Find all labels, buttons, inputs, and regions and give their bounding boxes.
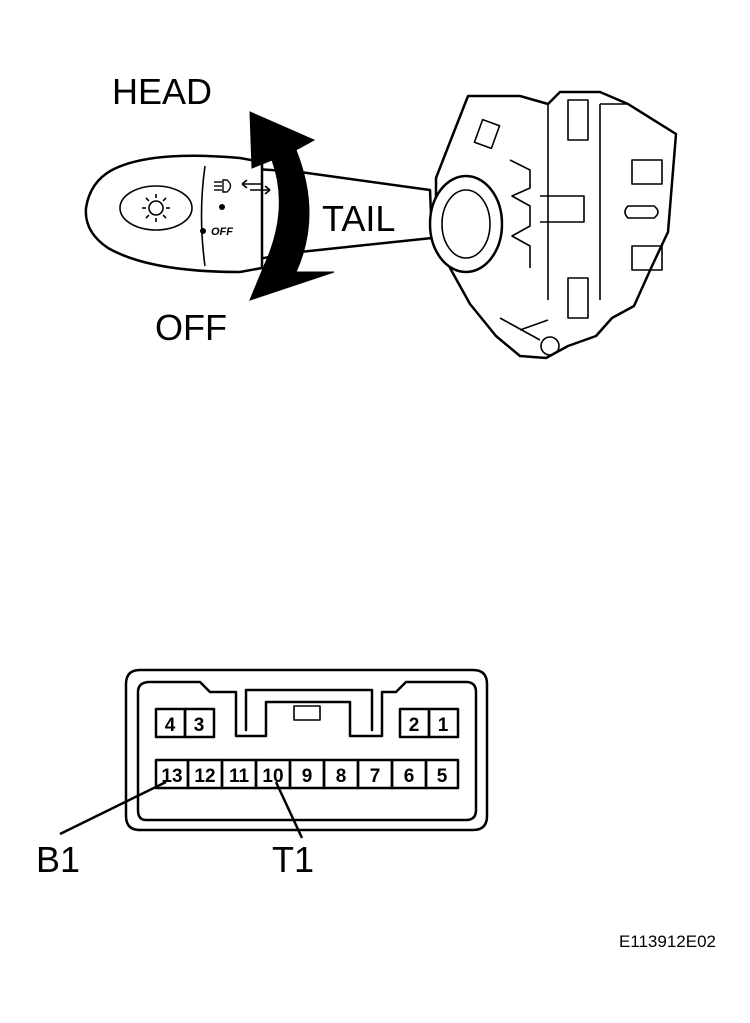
pin-10: 10	[262, 766, 283, 787]
pin-9: 9	[302, 766, 313, 787]
rotation-arrow	[249, 111, 335, 301]
pin-2: 2	[409, 715, 420, 736]
switch-body	[428, 90, 678, 360]
high-beam-icon	[214, 179, 232, 193]
b1-leader-line	[59, 780, 167, 836]
t1-leader-line	[274, 781, 304, 839]
off-position-dot	[200, 228, 206, 234]
pin-5: 5	[437, 766, 448, 787]
tail-label: TAIL	[322, 198, 395, 239]
pin-8: 8	[336, 766, 347, 787]
pin-13: 13	[161, 766, 182, 787]
passing-arrows-icon	[241, 179, 271, 195]
pin-3: 3	[194, 715, 205, 736]
pin-6: 6	[404, 766, 415, 787]
pin-7: 7	[370, 766, 381, 787]
pin-4: 4	[165, 715, 176, 736]
pin-11: 11	[229, 766, 250, 787]
head-label: HEAD	[112, 71, 212, 112]
tail-position-dot	[219, 204, 225, 210]
b1-callout: B1	[36, 839, 80, 880]
t1-callout: T1	[272, 839, 314, 880]
pin-12: 12	[194, 766, 215, 787]
pin-1: 1	[438, 715, 449, 736]
figure-code: E113912E02	[619, 932, 716, 951]
lever-off-mark: OFF	[211, 226, 233, 238]
off-label: OFF	[155, 307, 227, 348]
connector-face	[124, 668, 489, 832]
headlight-sun-icon	[142, 194, 170, 222]
